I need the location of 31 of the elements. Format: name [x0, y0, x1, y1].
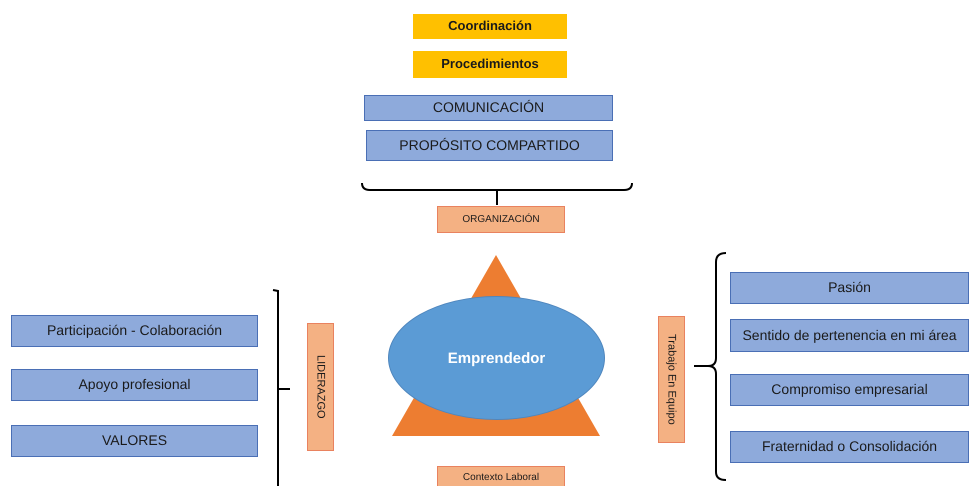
category-box [437, 206, 565, 233]
concept-box [11, 425, 258, 457]
node-label: Sentido de pertenencia en mi área [742, 328, 957, 344]
node-label: PROPÓSITO COMPARTIDO [399, 138, 580, 154]
concept-box [730, 272, 969, 304]
node-label: Compromiso empresarial [771, 382, 928, 398]
node-label: Fraternidad o Consolidación [762, 439, 938, 455]
concept-box [366, 130, 613, 161]
node-label: VALORES [102, 433, 168, 449]
node-label: Trabajo En Equipo [666, 334, 678, 425]
node-label: COMUNICACIÓN [432, 100, 544, 116]
node-label: Apoyo profesional [78, 377, 191, 393]
concept-box [730, 374, 969, 406]
node-label: Coordinación [448, 19, 532, 34]
category-box [307, 323, 334, 451]
node-label: LIDERAZGO [314, 355, 326, 419]
concept-box [11, 315, 258, 347]
node-label: Emprendedor [448, 350, 546, 366]
node-label: Participación - Colaboración [46, 323, 222, 339]
concept-box [730, 431, 969, 463]
node-label: ORGANIZACIÓN [462, 214, 540, 225]
node-label: Procedimientos [441, 57, 539, 72]
category-box [413, 14, 567, 39]
category-box [413, 51, 567, 78]
category-box [437, 466, 565, 486]
concept-box [11, 369, 258, 401]
concept-box [730, 319, 969, 352]
node-label: Contexto Laboral [462, 472, 540, 482]
category-box [658, 316, 685, 443]
node-label: Pasión [828, 280, 871, 296]
concept-box [364, 95, 613, 121]
